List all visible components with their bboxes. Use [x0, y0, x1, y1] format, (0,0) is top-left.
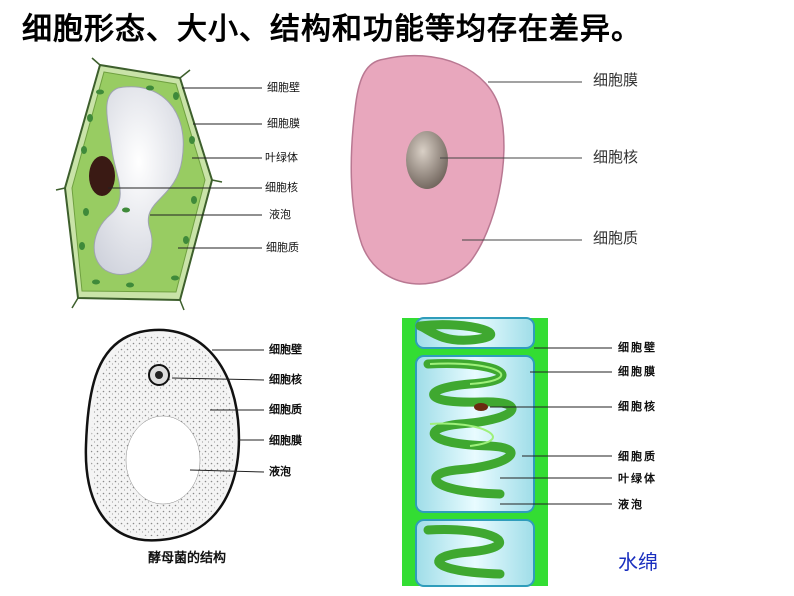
plant-cell-vacuole	[93, 86, 184, 275]
yeast-vacuole	[125, 415, 201, 505]
spirogyra-caption: 水绵	[618, 550, 658, 574]
plant-cell-nucleus	[89, 156, 115, 196]
yeast-label-vacuole: 液泡	[269, 465, 291, 478]
animal-cell-drawing	[350, 54, 582, 285]
spirogyra-label-chloroplast: 叶绿体	[618, 472, 657, 485]
plant-label-cytoplasm: 细胞质	[266, 241, 299, 254]
spirogyra-label-cell-wall: 细胞壁	[618, 341, 657, 354]
plant-cell-chloroplasts	[79, 85, 197, 288]
plant-label-vacuole: 液泡	[269, 208, 291, 221]
animal-label-cytoplasm: 细胞质	[593, 229, 639, 247]
animal-label-cell-membrane: 细胞膜	[593, 71, 639, 89]
animal-cell-nucleus	[406, 131, 448, 189]
page-title: 细胞形态、大小、结构和功能等均存在差异。	[22, 12, 642, 47]
yeast-label-cytoplasm: 细胞质	[269, 403, 302, 416]
spirogyra-label-nucleus: 细胞核	[618, 400, 657, 413]
spirogyra-label-vacuole: 液泡	[618, 498, 644, 511]
yeast-label-nucleus: 细胞核	[269, 373, 302, 386]
yeast-label-cell-wall: 细胞壁	[269, 343, 302, 356]
yeast-caption: 酵母菌的结构	[148, 551, 227, 566]
plant-cell-drawing	[55, 57, 262, 311]
plant-label-nucleus: 细胞核	[265, 181, 298, 194]
spirogyra-label-cytoplasm: 细胞质	[618, 450, 657, 463]
yeast-drawing	[84, 328, 265, 542]
plant-label-cell-membrane: 细胞膜	[267, 117, 300, 130]
spirogyra-nucleus	[474, 403, 488, 411]
spirogyra-drawing	[402, 317, 612, 587]
animal-label-nucleus: 细胞核	[593, 148, 639, 166]
yeast-label-cell-membrane: 细胞膜	[269, 434, 302, 447]
spirogyra-label-cell-membrane: 细胞膜	[618, 365, 657, 378]
plant-label-cell-wall: 细胞壁	[267, 81, 300, 94]
plant-label-chloroplast: 叶绿体	[265, 151, 298, 164]
